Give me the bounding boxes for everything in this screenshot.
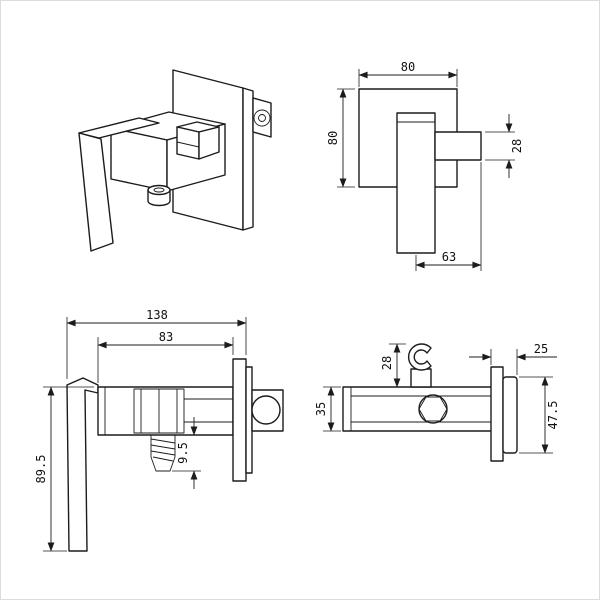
dimension-plate-height: 80 [326,88,355,188]
dimension-spout-height: 28 [485,114,524,178]
dim-label-holder-depth: 28 [380,356,394,370]
bracket-ring-outer [253,109,271,127]
holder-slot [176,141,200,148]
handle-lever [78,132,114,252]
inlet-connector [251,395,281,425]
dimension-body-length: 83 [97,330,234,383]
thread-line [150,450,176,456]
holder-base-top [410,368,432,388]
hex-nut-circle [418,394,448,424]
body-side [97,386,234,436]
side-view: 138 83 89.5 9.5 [34,308,284,552]
thread-line [150,444,176,450]
wall-plate-top [490,366,504,462]
bracket-ring-inner [258,114,266,122]
dim-label-plate-width: 80 [401,60,415,74]
wall-plate-edge [242,87,254,231]
front-view: 80 80 28 63 [326,60,524,271]
outlet-rim [147,184,171,196]
wall-plate-back [502,376,518,454]
dimension-spout-reach: 63 [415,162,482,271]
dim-label-overall-length: 138 [146,308,168,322]
top-view: 28 25 35 47.5 [314,342,560,462]
dimension-handle-height: 89.5 [34,386,94,552]
spout [434,131,482,161]
threaded-outlet [150,435,176,472]
dimension-holder-depth: 28 [380,343,406,388]
dim-label-plate-depth: 25 [534,342,548,356]
valve-body [396,112,436,254]
dim-label-outlet-length: 9.5 [176,442,190,464]
thread-line [150,438,176,444]
dim-label-handle-height: 89.5 [34,455,48,484]
hex-nut [418,396,448,422]
outlet-bore [153,187,165,193]
perspective-view [78,69,272,252]
thread-line [152,456,174,462]
outlet-bracket [252,97,272,138]
dimension-plate-span: 47.5 [519,376,560,454]
dimension-plate-width: 80 [358,60,458,87]
dimension-body-width: 35 [314,386,341,432]
body-top [342,386,494,432]
dim-label-body-width: 35 [314,402,328,416]
dim-label-body-length: 83 [159,330,173,344]
wall-plate-step [245,366,253,474]
dim-label-spout-reach: 63 [442,250,456,264]
wall-plate-side [232,358,247,482]
dim-label-plate-height: 80 [326,131,340,145]
dim-label-plate-span: 47.5 [546,401,560,430]
holder-clip-top [408,343,432,371]
dimension-overall-length: 138 [66,308,247,379]
dimension-plate-depth: 25 [469,342,557,375]
dim-label-spout-height: 28 [510,139,524,153]
handle-side [66,377,99,552]
dimension-outlet-length: 9.5 [172,417,201,489]
holder-side [198,126,220,160]
